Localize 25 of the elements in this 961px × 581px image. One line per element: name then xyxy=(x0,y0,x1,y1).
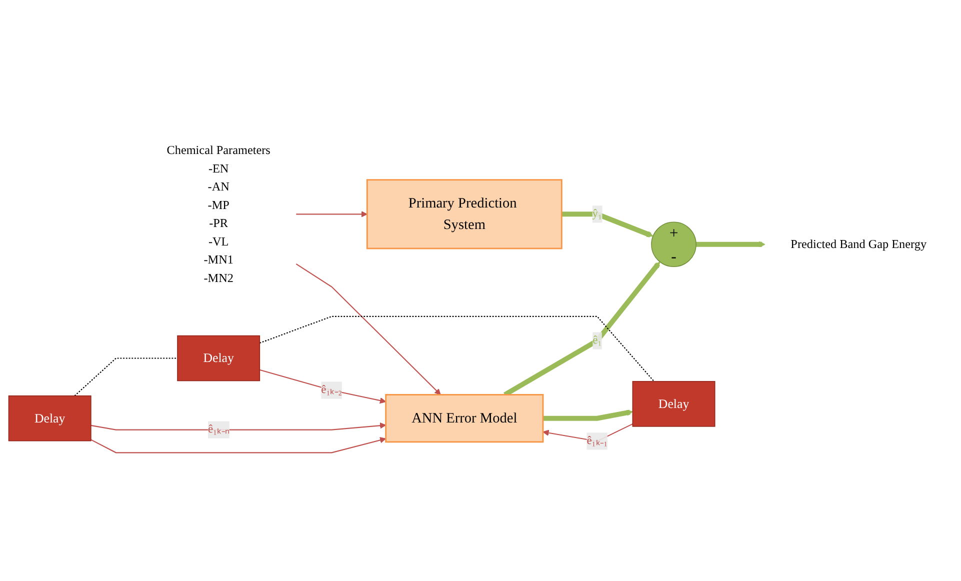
arrow xyxy=(296,211,368,218)
arrow xyxy=(542,423,633,442)
edge-label: ŷ₁ xyxy=(592,208,602,220)
node-circle: + - xyxy=(651,222,696,268)
node-box: Delay xyxy=(8,395,92,442)
edge-label: ê₁ₖ₋₂ xyxy=(321,384,342,396)
arrow xyxy=(90,437,386,454)
edge-label: ê₁ₖ₋₁ xyxy=(586,434,608,447)
node-label: Chemical Parameters xyxy=(166,143,270,157)
node-box: Delay xyxy=(177,335,260,382)
edge-label: ê₁ₖ₋ₙ xyxy=(208,423,230,436)
node-box: Primary Prediction System xyxy=(366,179,562,250)
node-box: Delay xyxy=(632,381,716,427)
node-text: Predicted Band Gap Energy xyxy=(790,237,927,251)
arrow xyxy=(542,410,633,421)
arrow xyxy=(696,241,766,248)
connector xyxy=(260,316,654,382)
arrow xyxy=(90,422,386,430)
arrow xyxy=(296,264,441,396)
arrow xyxy=(260,369,386,404)
node-text: -EN -AN -MP -PR -VL -MN1 -MN2 xyxy=(204,162,234,285)
connector xyxy=(74,358,178,396)
edge-label: ê₁ xyxy=(592,334,602,346)
arrow xyxy=(562,212,654,238)
node-box: ANN Error Model xyxy=(385,394,544,443)
